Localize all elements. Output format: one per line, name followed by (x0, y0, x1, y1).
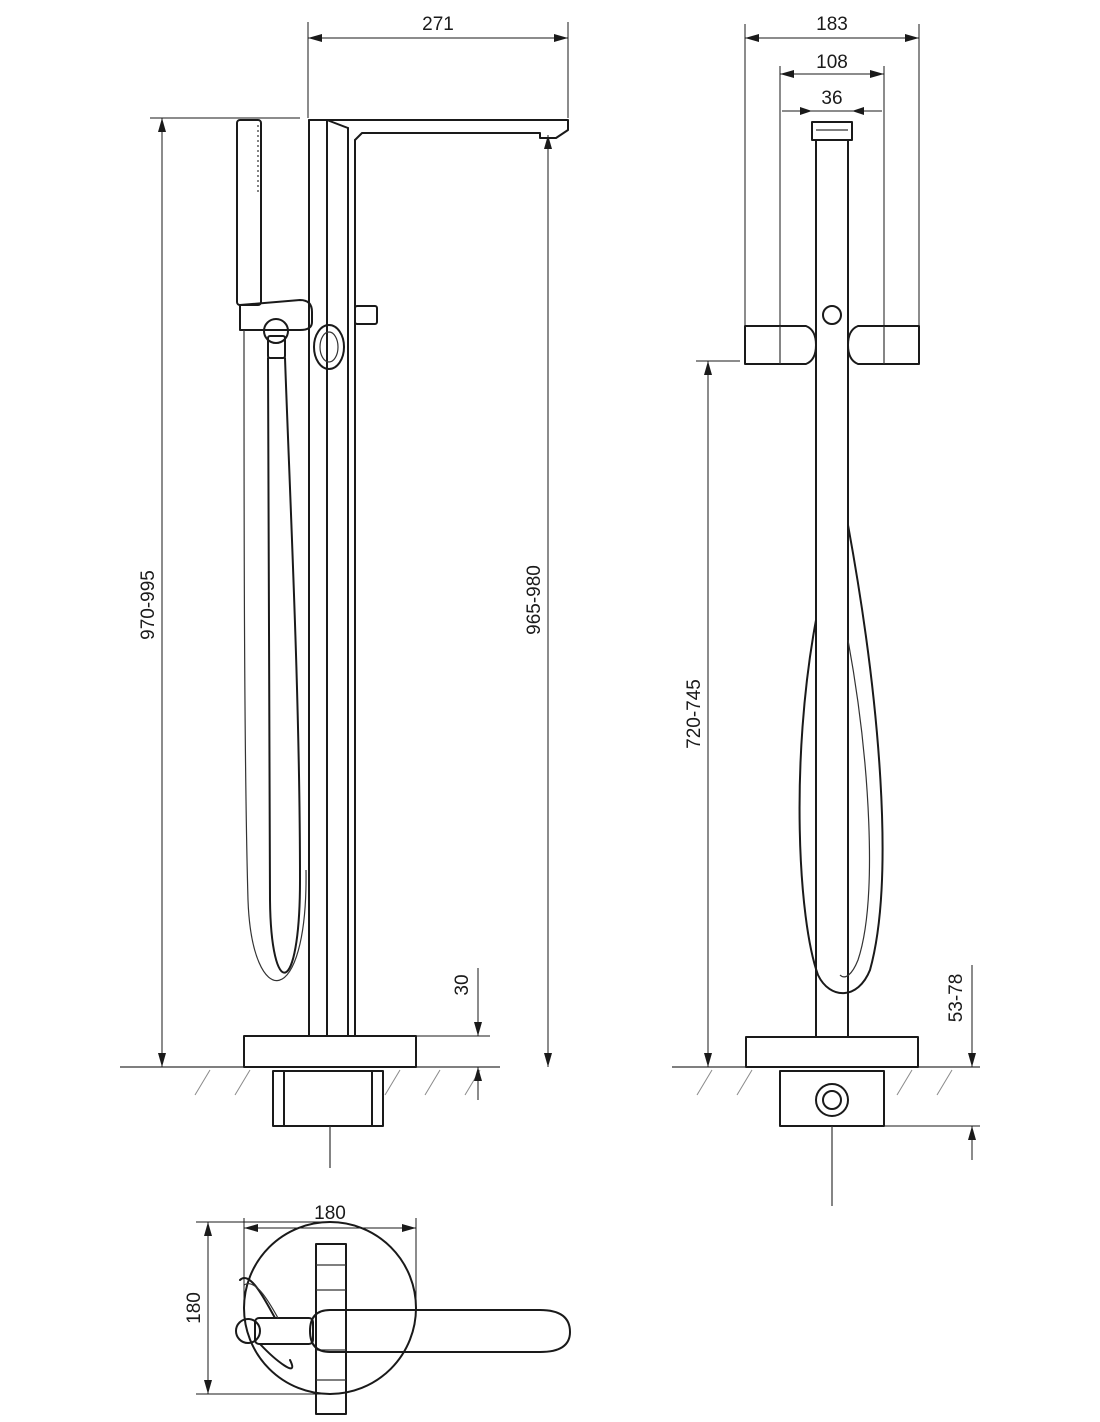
top-view (235, 1221, 571, 1415)
front-hose (798, 524, 884, 995)
front-view (672, 121, 980, 1206)
dim-front-total-width: 183 (816, 14, 848, 35)
side-floor-hatch (194, 1069, 481, 1096)
dim-side-total-height: 970-995 (138, 570, 159, 640)
dim-top-base-depth: 180 (184, 1292, 205, 1324)
side-diverter-knob (354, 305, 378, 325)
side-shower-holder (239, 299, 313, 331)
dim-top-base-width: 180 (314, 1203, 346, 1224)
dim-front-body-width: 36 (821, 88, 842, 109)
dim-side-base-thickness: 30 (452, 974, 473, 995)
front-floor-connector (779, 1070, 885, 1127)
front-diverter-knob (822, 305, 842, 325)
top-shower-holder (254, 1317, 314, 1345)
side-mixer-handle (313, 324, 345, 370)
top-handle-bar (315, 1243, 347, 1415)
side-floor-connector (272, 1070, 384, 1127)
front-left-handle (744, 325, 817, 365)
top-dimensions: 180 180 (184, 1203, 417, 1395)
side-hose (267, 357, 301, 974)
top-spout (309, 1309, 571, 1353)
front-floor-hatch (696, 1069, 953, 1096)
side-view (120, 119, 569, 1168)
front-spout-tip (811, 121, 853, 141)
front-dimensions: 183 108 36 720-745 53-78 (684, 14, 980, 1160)
front-right-handle (847, 325, 920, 365)
dim-front-handle-span: 108 (816, 52, 848, 73)
side-dimensions: 271 970-995 965-980 30 (138, 14, 569, 1100)
side-hand-shower (236, 119, 262, 306)
top-hose (239, 1277, 294, 1370)
dim-front-handle-height: 720-745 (684, 679, 705, 749)
dim-side-spout-height: 965-980 (524, 565, 545, 635)
dim-side-spout-reach: 271 (422, 14, 454, 35)
front-base-plate (745, 1036, 919, 1068)
dim-front-below-floor: 53-78 (946, 974, 967, 1023)
side-base-plate (243, 1035, 417, 1068)
